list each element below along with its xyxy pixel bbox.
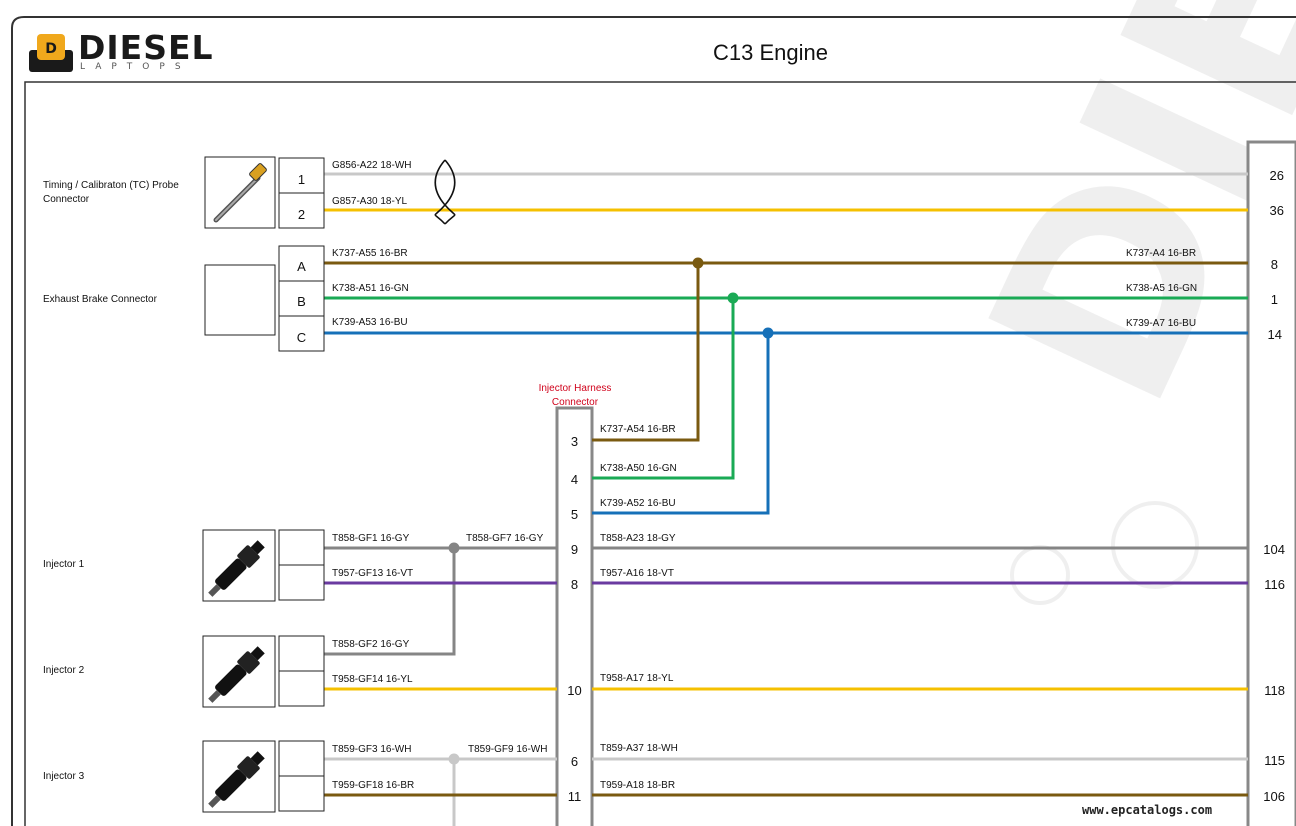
tc-probe-pin-boxes	[278, 157, 325, 229]
wire-label: K739-A7 16-BU	[1126, 318, 1197, 329]
harness-pin: 10	[567, 683, 582, 698]
svg-text:DIESEL: DIESEL	[932, 0, 1296, 446]
exhaust-brake-pin-boxes	[278, 245, 325, 352]
harness-connector-label-line2: Connector	[551, 397, 599, 408]
wire-label: K737-A4 16-BR	[1126, 248, 1197, 259]
wire-k738-a50	[592, 298, 735, 480]
wire-label: K738-A50 16-GN	[600, 463, 677, 474]
page-frame	[11, 16, 1296, 826]
wire-label: K737-A55 16-BR	[332, 248, 408, 259]
wire-label: K738-A51 16-GN	[332, 283, 409, 294]
wire-layer	[324, 172, 1248, 826]
injector-icon	[202, 740, 276, 813]
wire-k737-a54	[592, 263, 700, 442]
wire-label: T859-GF9 16-WH	[468, 744, 548, 755]
wire-label: T958-GF14 16-YL	[332, 674, 413, 685]
wire-label: T858-GF1 16-GY	[332, 533, 410, 544]
probe-icon	[213, 163, 267, 223]
brake-pin-c: C	[296, 330, 307, 345]
page-title: C13 Engine	[713, 40, 828, 65]
splice-dot	[762, 327, 774, 339]
wire-label: K739-A53 16-BU	[332, 317, 408, 328]
wire-label: T957-GF13 16-VT	[332, 568, 414, 579]
ecm-pin: 106	[1263, 789, 1285, 804]
brake-pin-a: A	[297, 259, 306, 274]
wire-label: T858-A23 18-GY	[600, 533, 676, 544]
wire-label: K738-A5 16-GN	[1126, 283, 1198, 294]
exhaust-brake-label: Exhaust Brake Connector	[43, 294, 157, 305]
wire-label: K737-A54 16-BR	[600, 424, 676, 435]
wire-k739-a52	[592, 333, 770, 515]
wire-label: G857-A30 18-YL	[332, 196, 408, 207]
wire-label: T959-GF18 16-BR	[332, 780, 415, 791]
wire-label: K739-A52 16-BU	[600, 498, 676, 509]
ecm-pin: 115	[1264, 753, 1285, 768]
injector-pin-boxes	[278, 529, 325, 812]
harness-connector-label: Injector Harness	[538, 383, 612, 394]
ecm-pin: 36	[1269, 203, 1284, 218]
wire-label: T858-GF2 16-GY	[332, 639, 410, 650]
harness-pin: 4	[570, 472, 579, 487]
tc-pin-1: 1	[297, 172, 306, 187]
splice-dot	[692, 257, 704, 269]
injector1-label: Injector 1	[43, 559, 85, 570]
ecm-pin: 14	[1267, 327, 1282, 342]
injector-icon	[202, 529, 276, 602]
watermark-graphic: DIESEL	[932, 0, 1296, 605]
harness-pin: 5	[570, 507, 579, 522]
injector-icon	[202, 635, 276, 708]
logo-wordmark: DIESEL	[78, 28, 214, 67]
harness-pin: 6	[570, 754, 579, 769]
exhaust-brake-icon-box	[204, 264, 276, 336]
wire-label: T858-GF7 16-GY	[466, 533, 544, 544]
injector2-label: Injector 2	[43, 665, 85, 676]
injector3-label: Injector 3	[43, 771, 85, 782]
ecm-pin: 1	[1270, 292, 1278, 307]
logo-subtitle: LAPTOPS	[80, 62, 191, 72]
tc-probe-label: Timing / Calibraton (TC) Probe	[43, 180, 179, 191]
harness-pin: 9	[570, 542, 579, 557]
watermark-url: www.epcatalogs.com	[1082, 803, 1213, 817]
ecm-pin: 118	[1264, 683, 1285, 698]
harness-pin: 3	[570, 434, 579, 449]
harness-connector-bar	[555, 406, 594, 826]
tc-probe-label-line2: Connector	[43, 194, 90, 205]
ecm-pin: 116	[1264, 577, 1285, 592]
wire-label: T957-A16 18-VT	[600, 568, 674, 579]
tc-pin-2: 2	[297, 207, 306, 222]
twisted-pair-icon	[434, 159, 456, 225]
svg-text:D: D	[45, 41, 57, 57]
brake-pin-b: B	[297, 294, 306, 309]
content-frame	[24, 81, 1296, 826]
ecm-pin: 26	[1269, 168, 1284, 183]
wire-label: G856-A22 18-WH	[332, 160, 412, 171]
ecm-pin: 104	[1263, 542, 1285, 557]
ecm-connector-bar	[1246, 140, 1296, 826]
harness-pin: 8	[570, 577, 579, 592]
splice-dot	[448, 542, 460, 554]
logo-badge-icon: D	[29, 34, 73, 72]
wire-label: T859-A37 18-WH	[600, 743, 678, 754]
wire-label: T958-A17 18-YL	[600, 673, 674, 684]
harness-pin: 11	[567, 789, 582, 804]
ecm-pin: 8	[1270, 257, 1278, 272]
splice-dot	[727, 292, 739, 304]
splice-dot	[448, 753, 460, 765]
wire-label: T959-A18 18-BR	[600, 780, 676, 791]
injector-icons	[202, 529, 276, 813]
wire-label: T859-GF3 16-WH	[332, 744, 412, 755]
